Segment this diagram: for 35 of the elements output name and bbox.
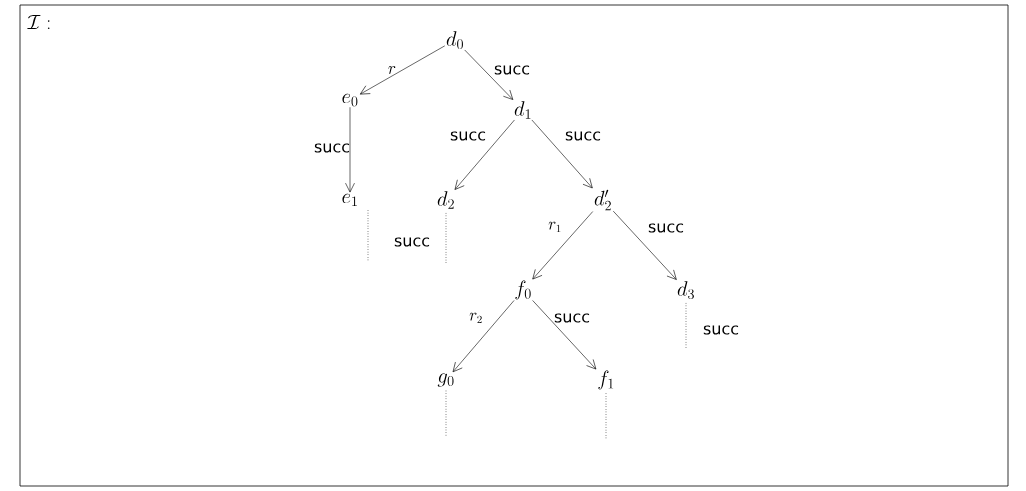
title: $\mathcal{I} :$ <box>27 14 50 30</box>
arrow <box>532 211 594 280</box>
edge-label: $\mathsf{succ}$ <box>703 325 739 335</box>
dotted-line <box>685 302 687 350</box>
edge-label: $\mathsf{succ}$ <box>450 131 486 141</box>
edge-label: $\mathsf{succ}$ <box>494 65 530 75</box>
dotted-line <box>445 212 447 264</box>
node-label: $f_0$ <box>515 280 531 300</box>
dotted-line <box>605 393 607 440</box>
arrow <box>345 106 355 193</box>
edge-label: $\mathsf{succ}$ <box>394 237 430 247</box>
node-label: $g_0$ <box>437 373 454 387</box>
arrow <box>452 300 515 373</box>
arrow <box>612 210 677 280</box>
edge-label: $\mathsf{succ}$ <box>314 143 350 153</box>
edge-label: $r_1$ <box>548 221 561 232</box>
arrow <box>464 49 514 100</box>
arrow <box>531 119 593 189</box>
dotted-line <box>367 209 369 261</box>
edge-label: $\mathsf{succ}$ <box>565 131 601 141</box>
node-label: $d'_2$ <box>594 189 611 211</box>
arrow <box>359 45 446 95</box>
edge-label: $\mathsf{succ}$ <box>554 313 590 323</box>
node-label: $d_0$ <box>446 31 463 50</box>
node-label: $d_2$ <box>437 191 454 209</box>
edge-label: $\mathsf{succ}$ <box>648 223 684 233</box>
edge-label: $r_2$ <box>469 312 482 323</box>
node-label: $d_1$ <box>514 101 531 119</box>
node-label: $d_3$ <box>677 281 694 300</box>
node-label: $e_1$ <box>342 193 357 206</box>
arrow <box>454 119 515 190</box>
arrow <box>532 300 597 370</box>
edge-label: $r$ <box>388 66 396 74</box>
node-label: $f_1$ <box>598 370 614 390</box>
node-label: $e_0$ <box>342 93 358 107</box>
